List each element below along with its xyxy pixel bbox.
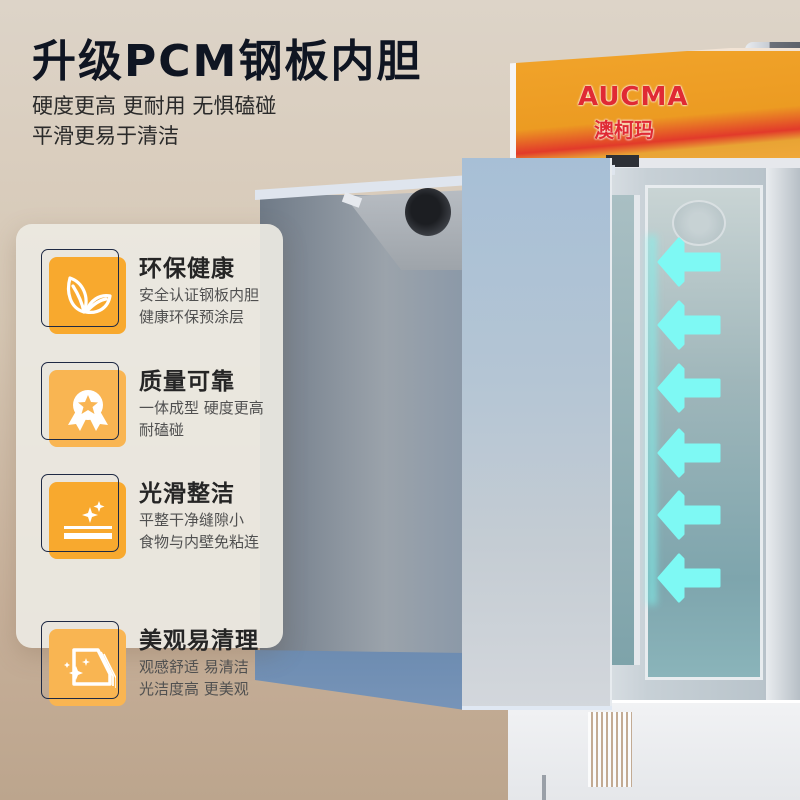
liner-side-edge [462,706,612,710]
vent-grille [588,712,632,787]
brand-sign [510,48,800,158]
arrow-left-icon [657,363,721,413]
brand-name-en: AUCMA [578,82,689,112]
subtitle-line1: 硬度更高 更耐用 无惧磕碰 [32,94,277,118]
arrow-left-icon [657,300,721,350]
feature-icon-box [41,621,126,706]
feature-desc-line2: 耐磕碰 [139,421,185,439]
feature-desc-line1: 平整干净缝隙小 [139,511,245,529]
fan-hole [405,188,451,236]
feature-item: 美观易清理 观感舒适 易清洁 光洁度高 更美观 [41,621,301,711]
feature-panel: 环保健康 安全认证钢板内胆 健康环保预涂层 质量可靠 一体成型 硬度更高 耐磕碰 [16,224,283,706]
feature-desc-line2: 光洁度高 更美观 [139,680,249,698]
icon-outline [41,249,119,327]
feature-item: 质量可靠 一体成型 硬度更高 耐磕碰 [41,362,301,452]
icon-outline [41,474,119,552]
feature-title: 光滑整洁 [139,481,235,507]
arrow-left-icon [657,553,721,603]
feature-desc-line1: 安全认证钢板内胆 [139,286,260,304]
brand-name-cn: 澳柯玛 [594,118,654,142]
arrow-left-icon [657,237,721,287]
feature-title: 质量可靠 [139,369,235,395]
fridge-base [508,700,800,800]
sign-slot [606,155,639,167]
light-strip [648,235,656,605]
feature-icon-box [41,249,126,334]
page-title: 升级PCM钢板内胆 [32,36,423,87]
feature-desc-line1: 观感舒适 易清洁 [139,658,249,676]
feature-item: 环保健康 安全认证钢板内胆 健康环保预涂层 [41,249,301,339]
icon-outline [41,621,119,699]
arrow-left-icon [657,428,721,478]
liner-inner-wall [260,195,470,695]
feature-icon-box [41,474,126,559]
feature-title: 环保健康 [139,256,235,282]
feature-icon-box [41,362,126,447]
feature-desc-line2: 食物与内壁免粘连 [139,533,260,551]
subtitle-line2: 平滑更易于清洁 [32,124,179,148]
feature-desc-line2: 健康环保预涂层 [139,308,245,326]
feature-desc-line1: 一体成型 硬度更高 [139,399,264,417]
sign-bottom-trim [505,158,800,168]
fan-icon [672,200,726,246]
feature-title: 美观易清理 [139,628,259,654]
arrow-left-icon [657,490,721,540]
fridge-leg [542,775,546,800]
feature-item: 光滑整洁 平整干净缝隙小 食物与内壁免粘连 [41,474,301,564]
fridge-right-post [766,160,800,705]
liner-side-panel [462,158,612,708]
fridge-glass-left [612,195,640,665]
icon-outline [41,362,119,440]
